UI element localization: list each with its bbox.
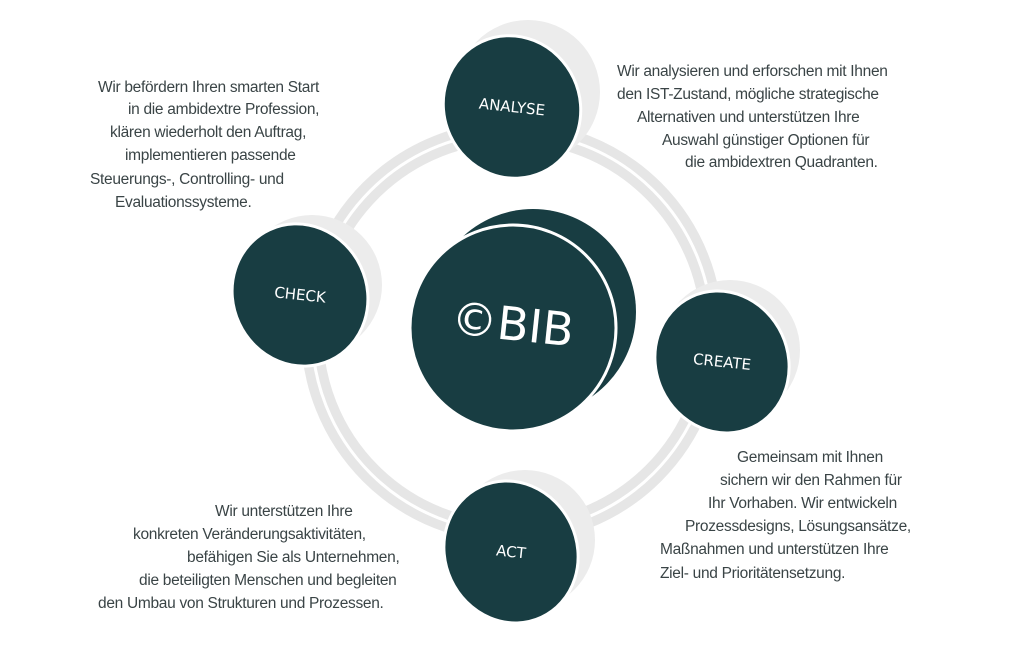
text-line: die ambidextren Quadranten. <box>685 154 878 171</box>
text-line: die beteiligten Menschen und begleiten <box>139 572 397 589</box>
text-line: Gemeinsam mit Ihnen <box>737 449 883 466</box>
center-disc <box>408 223 618 433</box>
text-line: Steuerungs-, Controlling- und <box>90 171 284 188</box>
node-label: ACT <box>495 542 527 563</box>
text-line: Auswahl günstiger Optionen für <box>662 132 870 149</box>
node-label: CREATE <box>692 350 752 374</box>
text-line: Ziel- und Prioritätensetzung. <box>660 565 846 582</box>
node-label: CHECK <box>273 283 327 306</box>
text-line: sichern wir den Rahmen für <box>720 472 902 489</box>
text-line: implementieren passende <box>125 147 296 164</box>
node-check[interactable]: CHECK <box>209 201 391 388</box>
text-line: konkreten Veränderungsaktivitäten, <box>133 526 366 543</box>
node-act[interactable]: ACT <box>421 459 601 645</box>
text-line: Wir befördern Ihren smarten Start <box>98 79 319 96</box>
text-line: Maßnahmen und unterstützen Ihre <box>660 541 889 558</box>
node-create[interactable]: CREATE <box>632 269 812 455</box>
text-line: in die ambidextre Profession, <box>128 101 320 118</box>
text-line: Wir unterstützen Ihre <box>215 503 353 520</box>
center-label: ©BIB <box>449 291 577 358</box>
text-line: Evaluationssysteme. <box>115 194 252 211</box>
text-line: den IST-Zustand, mögliche strategische <box>617 86 879 103</box>
text-line: Ihr Vorhaben. Wir entwickeln <box>708 495 897 512</box>
node-analyse[interactable]: ANALYSE <box>420 13 604 201</box>
text-line: Wir analysieren und erforschen mit Ihnen <box>617 63 888 80</box>
text-line: befähigen Sie als Unternehmen, <box>187 549 400 566</box>
text-line: Alternativen und unterstützen Ihre <box>637 109 860 126</box>
text-line: Prozessdesigns, Lösungsansätze, <box>685 518 911 535</box>
text-line: den Umbau von Strukturen und Prozessen. <box>98 595 384 612</box>
text-line: klären wiederholt den Auftrag, <box>110 124 307 141</box>
